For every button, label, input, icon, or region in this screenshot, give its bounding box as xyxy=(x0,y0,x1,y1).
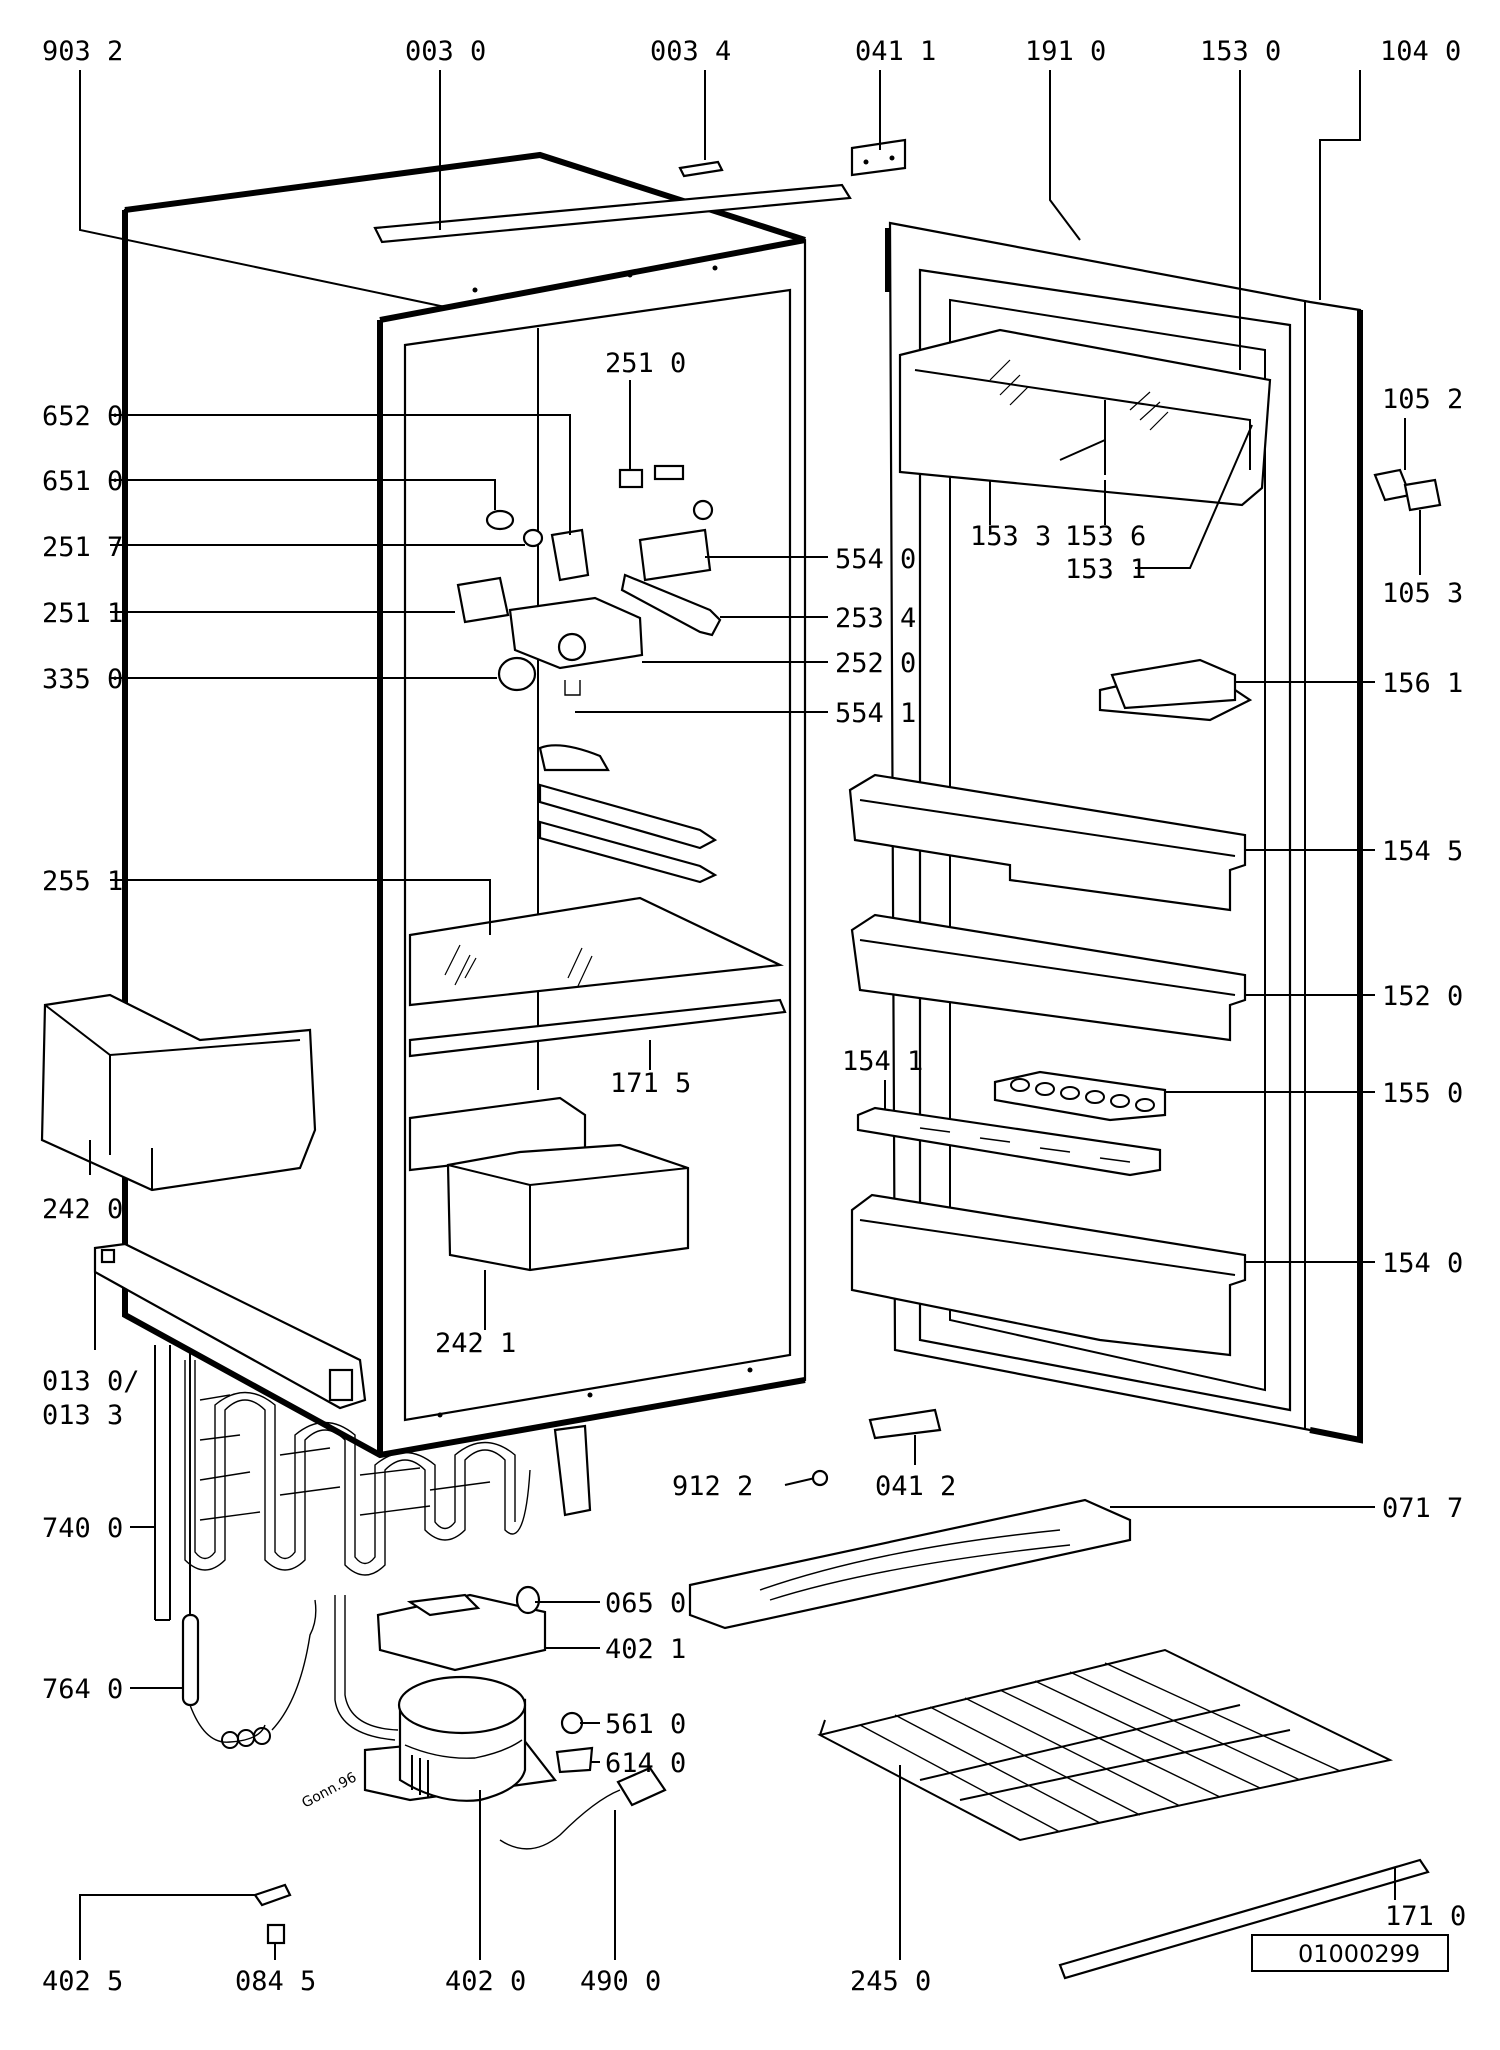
screw-912-2 xyxy=(811,1469,829,1487)
callout-041-2: 041 2 xyxy=(875,1471,956,1502)
drawing-number: 01000299 xyxy=(1298,1940,1420,1968)
glass-shelf-trim-bottom xyxy=(1058,1858,1430,1980)
callout-labels: 903 2 003 0 003 4 041 1 191 0 153 0 104 … xyxy=(42,36,1466,1997)
interior-shelf-rails xyxy=(538,744,718,884)
callout-251-0: 251 0 xyxy=(605,348,686,379)
callout-652-0: 652 0 xyxy=(42,401,123,432)
callout-153-6: 153 6 xyxy=(1065,521,1146,552)
callout-402-0: 402 0 xyxy=(445,1966,526,1997)
callout-245-0: 245 0 xyxy=(850,1966,931,1997)
callout-156-1: 156 1 xyxy=(1382,668,1463,699)
callout-614-0: 614 0 xyxy=(605,1748,686,1779)
compressor-tray xyxy=(376,1593,547,1672)
callout-171-5: 171 5 xyxy=(610,1068,691,1099)
callout-252-0: 252 0 xyxy=(835,648,916,679)
egg-tray xyxy=(993,1070,1167,1122)
top-hinge xyxy=(850,138,907,177)
callout-490-0: 490 0 xyxy=(580,1966,661,1997)
callout-153-3: 153 3 xyxy=(970,521,1051,552)
callout-912-2: 912 2 xyxy=(672,1471,753,1502)
callout-251-1: 251 1 xyxy=(42,598,123,629)
bottom-hinge xyxy=(868,1408,942,1440)
callout-154-1: 154 1 xyxy=(842,1046,923,1077)
callout-003-0: 003 0 xyxy=(405,36,486,67)
callout-153-0: 153 0 xyxy=(1200,36,1281,67)
leader-lines xyxy=(79,70,1421,1960)
callout-651-0: 651 0 xyxy=(42,466,123,497)
thermostat-and-light-assembly xyxy=(456,464,722,696)
callout-105-2: 105 2 xyxy=(1382,384,1463,415)
callout-554-0: 554 0 xyxy=(835,544,916,575)
door-shelves xyxy=(848,773,1247,1357)
callout-013-0: 013 0/ xyxy=(42,1366,140,1397)
callout-191-0: 191 0 xyxy=(1025,36,1106,67)
shelf-front-trim xyxy=(408,998,787,1058)
callout-013-3: 013 3 xyxy=(42,1400,123,1431)
callout-104-0: 104 0 xyxy=(1380,36,1461,67)
callout-153-1: 153 1 xyxy=(1065,554,1146,585)
hinge-105-3 xyxy=(1403,478,1442,512)
callout-041-1: 041 1 xyxy=(855,36,936,67)
callout-402-1: 402 1 xyxy=(605,1634,686,1665)
thermostat-probe xyxy=(181,1350,317,1749)
top-trim-strip xyxy=(373,183,852,244)
callout-154-0: 154 0 xyxy=(1382,1248,1463,1279)
callout-171-0: 171 0 xyxy=(1385,1901,1466,1932)
callout-402-5: 402 5 xyxy=(42,1966,123,1997)
callout-253-4: 253 4 xyxy=(835,603,916,634)
callout-335-0: 335 0 xyxy=(42,664,123,695)
callout-255-1: 255 1 xyxy=(42,866,123,897)
callout-740-0: 740 0 xyxy=(42,1513,123,1544)
kick-plate xyxy=(688,1498,1132,1630)
callout-071-7: 071 7 xyxy=(1382,1493,1463,1524)
top-clip xyxy=(678,160,724,178)
glass-shelf xyxy=(408,896,784,1007)
callout-003-4: 003 4 xyxy=(650,36,731,67)
callout-084-5: 084 5 xyxy=(235,1966,316,1997)
callout-065-0: 065 0 xyxy=(605,1588,686,1619)
callout-561-0: 561 0 xyxy=(605,1709,686,1740)
callout-903-2: 903 2 xyxy=(42,36,123,67)
drawing-number-box: 01000299 xyxy=(1251,1934,1449,1972)
dairy-compartment xyxy=(898,328,1272,507)
callout-242-0: 242 0 xyxy=(42,1194,123,1225)
crisper-drawers xyxy=(40,993,690,1272)
callout-554-1: 554 1 xyxy=(835,698,916,729)
callout-154-5: 154 5 xyxy=(1382,836,1463,867)
callout-242-1: 242 1 xyxy=(435,1328,516,1359)
condenser-coil xyxy=(154,1345,592,1621)
callout-105-3: 105 3 xyxy=(1382,578,1463,609)
handwritten-note: Gonn.96 xyxy=(299,1769,359,1811)
callout-152-0: 152 0 xyxy=(1382,981,1463,1012)
butter-dish xyxy=(1098,658,1253,722)
callout-764-0: 764 0 xyxy=(42,1674,123,1705)
callout-155-0: 155 0 xyxy=(1382,1078,1463,1109)
grommet xyxy=(515,1585,541,1615)
wire-shelf xyxy=(817,1648,1394,1842)
small-compressor-parts xyxy=(253,1585,667,1945)
callout-251-7: 251 7 xyxy=(42,532,123,563)
hinges-and-bottom-parts xyxy=(688,468,1442,1630)
